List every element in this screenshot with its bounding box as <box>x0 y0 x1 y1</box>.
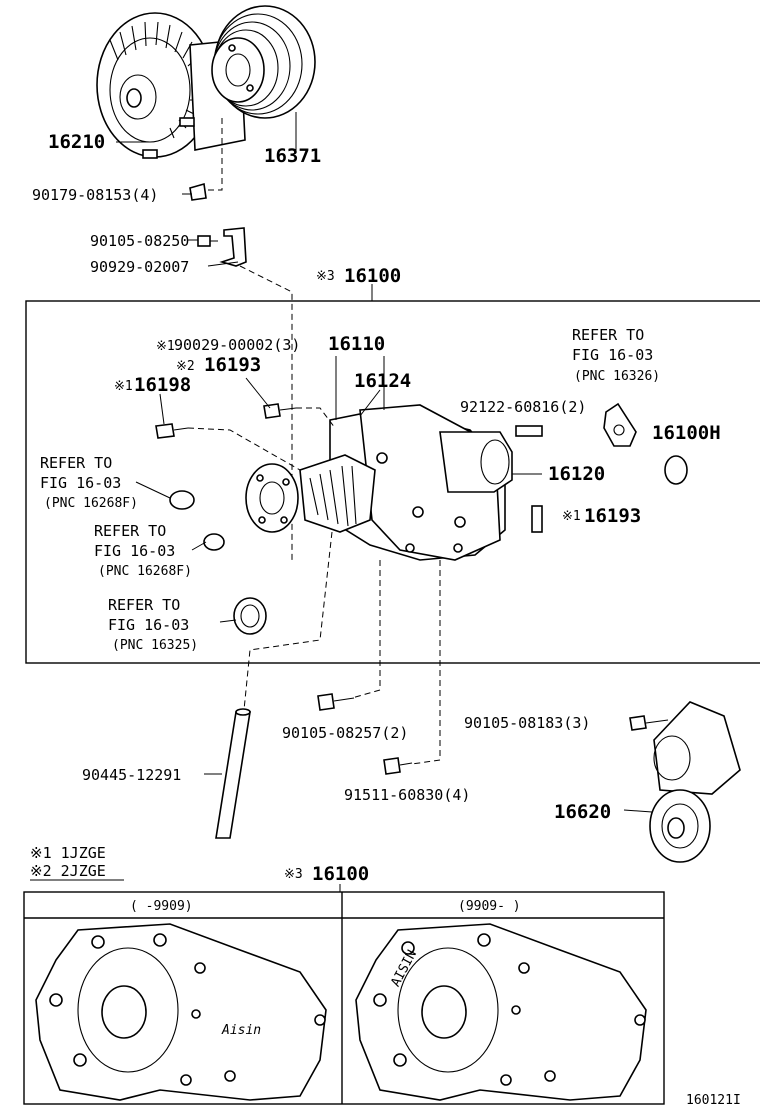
figure-id: 160121I <box>686 1093 741 1108</box>
bolt-90105-08183[interactable] <box>629 715 669 731</box>
ref3-line2: FIG 16-03 <box>94 542 175 560</box>
label-16193-b: 16193 <box>584 505 641 527</box>
stud-92122[interactable] <box>515 425 543 437</box>
housing-post-9909 <box>355 923 647 1101</box>
label-16210: 16210 <box>48 131 105 153</box>
bolt-91511[interactable] <box>383 757 413 775</box>
o-ring-16268F-a[interactable] <box>169 490 195 510</box>
label-90445: 90445-12291 <box>82 766 181 784</box>
label-16110: 16110 <box>328 333 385 355</box>
ref3-line3: (PNC 16268F) <box>98 564 192 579</box>
ref2-line1: REFER TO <box>40 454 112 472</box>
label-16100H: 16100H <box>652 422 721 444</box>
column-pre-9909: ( -9909) <box>130 899 193 914</box>
stud-16193-a[interactable] <box>263 403 297 419</box>
o-ring-16268F-b[interactable] <box>203 533 225 551</box>
mark-16100-bottom: ※3 <box>284 867 303 882</box>
assembly-box <box>25 300 760 664</box>
label-16124: 16124 <box>354 370 411 392</box>
label-90105-08250: 90105-08250 <box>90 232 189 250</box>
ref2-line2: FIG 16-03 <box>40 474 121 492</box>
label-16193-a: 16193 <box>204 354 261 376</box>
ref1-line3: (PNC 16326) <box>574 369 660 384</box>
label-91511: 91511-60830(4) <box>344 786 470 804</box>
ref1-line2: FIG 16-03 <box>572 346 653 364</box>
housing-pre-9909 <box>35 923 327 1101</box>
tensioner-16620[interactable] <box>649 701 741 863</box>
ref4-line3: (PNC 16325) <box>112 638 198 653</box>
logo-aisin-script: Aisin <box>221 1023 261 1038</box>
mark-16100-top: ※3 <box>316 269 335 284</box>
mark-16193-a: ※2 <box>176 359 195 374</box>
ref3-line1: REFER TO <box>94 522 166 540</box>
ref4-line2: FIG 16-03 <box>108 616 189 634</box>
label-90929: 90929-02007 <box>90 258 189 276</box>
ref4-line1: REFER TO <box>108 596 180 614</box>
mark-16193-b: ※1 <box>562 509 581 524</box>
bolt-90179[interactable] <box>189 182 207 201</box>
ref2-line3: (PNC 16268F) <box>44 496 138 511</box>
label-16100-top: 16100 <box>344 265 401 287</box>
variant-table <box>23 891 665 1105</box>
label-92122: 92122-60816(2) <box>460 398 586 416</box>
stud-16198[interactable] <box>155 423 189 439</box>
gasket-16326[interactable] <box>603 402 637 447</box>
mark-90029: ※1 <box>156 339 175 354</box>
o-ring-16100H[interactable] <box>664 455 688 485</box>
water-pump-assembly-16110[interactable] <box>245 404 513 561</box>
ref1-line1: REFER TO <box>572 326 644 344</box>
note-1jzge: ※1 1JZGE <box>30 844 106 862</box>
mark-16198: ※1 <box>114 379 133 394</box>
stud-16193-b[interactable] <box>531 505 543 533</box>
note-2jzge: ※2 2JZGE <box>30 862 106 880</box>
column-post-9909: (9909- ) <box>458 899 521 914</box>
pulley-16371[interactable] <box>211 5 316 119</box>
label-16198: 16198 <box>134 374 191 396</box>
label-16100-bottom: 16100 <box>312 863 369 885</box>
bolt-90105-08257[interactable] <box>317 693 355 711</box>
seal-16325[interactable] <box>233 597 267 635</box>
bracket-90929[interactable] <box>219 227 247 267</box>
bolt-90105-08250[interactable] <box>197 235 218 247</box>
label-16620: 16620 <box>554 801 611 823</box>
label-90105-08183: 90105-08183(3) <box>464 714 590 732</box>
label-90105-08257: 90105-08257(2) <box>282 724 408 742</box>
label-90029: 90029-00002(3) <box>174 336 300 354</box>
label-16120: 16120 <box>548 463 605 485</box>
label-90179: 90179-08153(4) <box>32 186 158 204</box>
label-16371: 16371 <box>264 145 321 167</box>
hose-90445[interactable] <box>215 708 251 839</box>
